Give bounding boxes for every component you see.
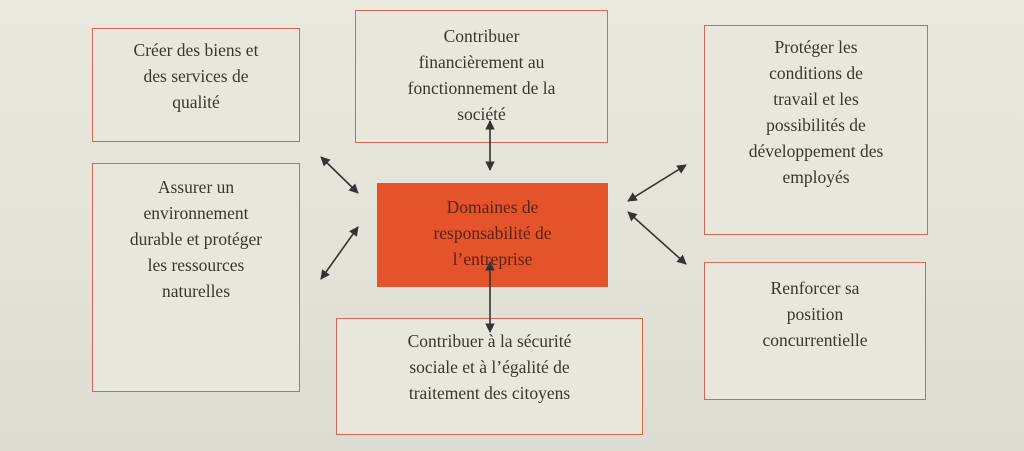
box-text-line: Renforcer sa xyxy=(770,278,860,298)
box-text-line: durable et protéger xyxy=(129,229,263,249)
box-text-line: des services de xyxy=(143,66,249,86)
box-text-line: financièrement au xyxy=(418,52,545,72)
center-text-line: responsabilité de xyxy=(433,223,552,243)
box-environnement: Assurer un environnement durable et prot… xyxy=(92,163,300,392)
box-text-line: Contribuer à la sécurité xyxy=(407,331,572,351)
box-contribuer-financierement: Contribuer financièrement au fonctionnem… xyxy=(355,10,608,143)
box-text-line: Contribuer xyxy=(443,26,520,46)
box-securite-sociale: Contribuer à la sécurité sociale et à l’… xyxy=(336,318,643,435)
box-text-line: Assurer un xyxy=(157,177,235,197)
box-text-line: traitement des citoyens xyxy=(408,383,571,403)
box-text-line: société xyxy=(457,104,506,124)
box-text-line: développement des xyxy=(748,141,884,161)
box-text-line: possibilités de xyxy=(766,115,866,135)
box-position-concurrentielle: Renforcer sa position concurrentielle xyxy=(704,262,926,400)
box-text-line: position xyxy=(786,304,844,324)
double-arrow-lower-left xyxy=(320,226,359,280)
box-text-line: fonctionnement de la xyxy=(407,78,556,98)
box-text-line: concurrentielle xyxy=(762,330,868,350)
double-arrow-upper-right xyxy=(627,164,687,202)
box-text-line: travail et les xyxy=(773,89,859,109)
double-arrow-lower-right xyxy=(627,211,687,265)
box-text-line: les ressources xyxy=(147,255,245,275)
box-text-line: qualité xyxy=(172,92,220,112)
box-proteger-conditions: Protéger les conditions de travail et le… xyxy=(704,25,928,235)
center-text-line: Domaines de xyxy=(446,197,539,217)
box-text-line: Créer des biens et xyxy=(133,40,259,60)
box-text-line: conditions de xyxy=(769,63,863,83)
box-text-line: Protéger les xyxy=(774,37,858,57)
box-text-line: naturelles xyxy=(161,281,231,301)
double-arrow-upper-left xyxy=(320,156,359,194)
box-text-line: environnement xyxy=(143,203,249,223)
box-biens-services: Créer des biens et des services de quali… xyxy=(92,28,300,142)
center-text-line: l’entreprise xyxy=(452,249,533,269)
box-text-line: employés xyxy=(782,167,850,187)
box-text-line: sociale et à l’égalité de xyxy=(409,357,570,377)
